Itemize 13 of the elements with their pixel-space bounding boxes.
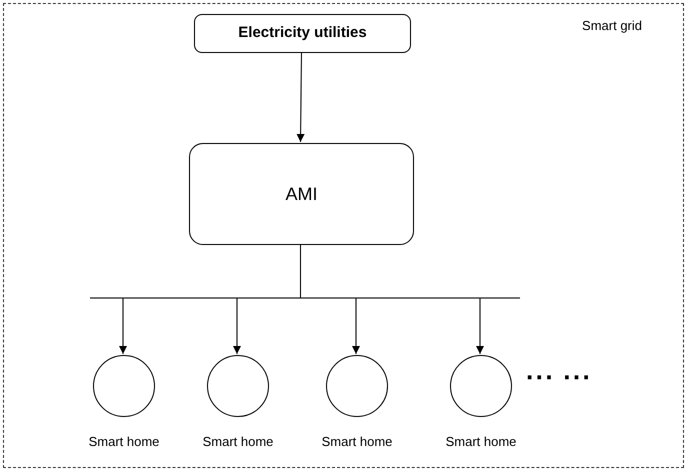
node-label: Smart home (202, 433, 274, 451)
node-label: Electricity utilities (238, 23, 367, 44)
frame-label: Smart grid (582, 17, 642, 35)
node-label: AMI (285, 182, 318, 206)
process-box (189, 143, 414, 245)
arrow (300, 244, 484, 354)
ellipsis: ··· ··· (526, 364, 592, 390)
process-box (194, 14, 411, 53)
node-label: Smart home (322, 433, 392, 451)
node-label: Smart home (88, 433, 160, 451)
dash-dot-frame (3, 3, 684, 468)
node-label: Smart home (446, 433, 516, 451)
arrow (296, 52, 305, 142)
